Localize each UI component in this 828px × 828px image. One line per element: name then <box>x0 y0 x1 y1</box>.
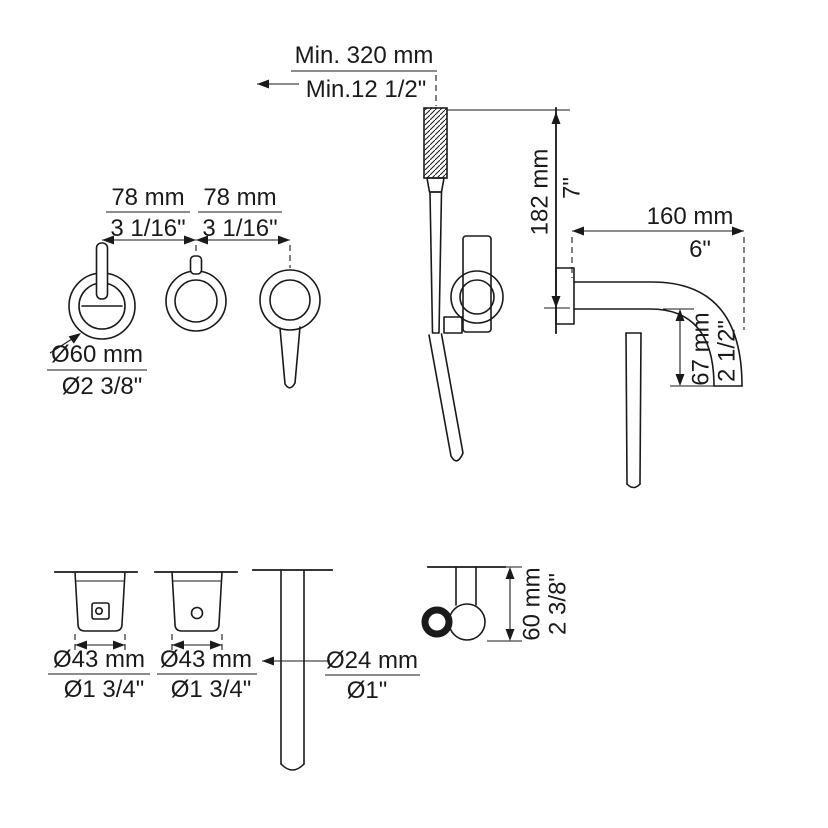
dim-spout-drop-imperial: 2 1/2" <box>714 320 741 382</box>
middle-handle <box>165 255 227 332</box>
valve-detail-circle <box>190 606 204 620</box>
dim-spacing-right-imperial: 3 1/16" <box>202 215 277 242</box>
dim-valve-left-imperial: Ø1 3/4" <box>64 676 145 703</box>
handshower-handle <box>429 191 443 334</box>
dim-spout-drop-metric: 67 mm <box>688 312 715 385</box>
holder-side <box>443 235 504 334</box>
valve-left-plan: Ø43 mm Ø1 3/4" <box>48 571 150 703</box>
valve-body <box>74 571 126 632</box>
spout-tube-end <box>280 763 305 771</box>
arrowhead <box>551 296 561 308</box>
dim-spacing-left-metric: 78 mm <box>111 184 184 211</box>
handshower-neck <box>426 177 445 193</box>
arrowhead <box>196 235 208 245</box>
arrowhead <box>257 79 269 89</box>
arrowhead <box>675 374 685 386</box>
left-handle <box>68 242 136 340</box>
arrowhead <box>551 112 561 124</box>
spacing-dimension: 78 mm 3 1/16" 78 mm 3 1/16" <box>102 184 291 268</box>
dim-handshower-height-imperial: 7" <box>559 177 586 199</box>
handshower <box>423 107 464 462</box>
dim-spout-pipe-imperial: Ø1" <box>347 677 388 704</box>
arrowhead <box>68 333 81 344</box>
arrowhead <box>210 640 222 650</box>
valve-body <box>171 571 223 632</box>
spout-escutcheon-inner <box>269 279 311 321</box>
drop-dimension: 67 mm 2 1/2" <box>663 308 741 387</box>
arrowhead <box>278 235 290 245</box>
hose-end-cap <box>626 483 641 489</box>
spout-inner-curve <box>573 308 715 387</box>
holder-body <box>448 603 486 641</box>
dim-spout-reach-metric: 160 mm <box>647 203 734 230</box>
arrowhead <box>732 226 744 236</box>
dim-spout-pipe-metric: Ø24 mm <box>326 647 418 674</box>
holder-escutcheon-inner <box>459 279 495 315</box>
dim-valve-left-metric: Ø43 mm <box>53 646 145 673</box>
spout-outer-curve <box>573 281 743 387</box>
hose-drop <box>625 332 642 489</box>
holder-column <box>462 235 492 333</box>
holder-bracket <box>443 316 463 334</box>
arrowhead <box>75 640 87 650</box>
side-view <box>423 107 743 489</box>
handle-diameter-dimension: Ø60 mm Ø2 3/8" <box>47 333 147 400</box>
dim-holder-projection-imperial: 2 3/8" <box>545 573 572 635</box>
front-view <box>68 242 321 389</box>
dim-min-distance-imperial: Min.12 1/2" <box>306 76 427 103</box>
handshower-head <box>423 107 448 179</box>
spout-front <box>259 269 321 389</box>
min-distance-dimension: Min. 320 mm Min.12 1/2" <box>257 42 437 106</box>
arrowhead <box>505 567 515 579</box>
arrowhead <box>675 309 685 321</box>
middle-handle-stub <box>189 255 203 275</box>
holder-plan: 60 mm 2 3/8" <box>421 566 572 642</box>
spout-escutcheon-outer <box>259 269 321 331</box>
dim-handshower-height-metric: 182 mm <box>527 149 554 236</box>
arrowhead <box>102 235 114 245</box>
hose-ring <box>421 606 453 638</box>
arrowhead <box>113 640 125 650</box>
arrowhead <box>172 640 184 650</box>
hose-line <box>625 332 628 485</box>
valve-detail-square <box>91 602 110 620</box>
arrowhead <box>505 629 515 641</box>
valve-right-plan: Ø43 mm Ø1 3/4" <box>154 571 257 703</box>
middle-handle-inner-ring <box>174 279 218 323</box>
dim-spacing-left-imperial: 3 1/16" <box>110 215 185 242</box>
leader-line <box>49 338 73 354</box>
dim-valve-right-metric: Ø43 mm <box>160 646 252 673</box>
reach-dimension: 160 mm 6" <box>571 203 745 330</box>
holder-escutcheon-outer <box>450 270 504 324</box>
left-handle-lever <box>95 242 109 300</box>
spout-plan: Ø24 mm Ø1" <box>252 569 420 771</box>
dim-valve-right-imperial: Ø1 3/4" <box>171 676 252 703</box>
dim-holder-projection-metric: 60 mm <box>519 567 546 640</box>
dim-spacing-right-metric: 78 mm <box>203 184 276 211</box>
height-dimension: 182 mm 7" <box>447 109 586 309</box>
spout-front-tube <box>279 326 301 389</box>
dim-spout-reach-imperial: 6" <box>689 236 711 263</box>
hose-line <box>639 332 642 485</box>
dim-handle-diameter-imperial: Ø2 3/8" <box>62 373 143 400</box>
arrowhead <box>184 235 196 245</box>
handshower-hose <box>428 333 464 462</box>
valve-detail-dot <box>95 606 104 615</box>
arrowhead <box>572 226 584 236</box>
arrowhead <box>262 656 274 666</box>
dim-handle-diameter-metric: Ø60 mm <box>51 341 143 368</box>
dim-min-distance-metric: Min. 320 mm <box>295 42 434 69</box>
